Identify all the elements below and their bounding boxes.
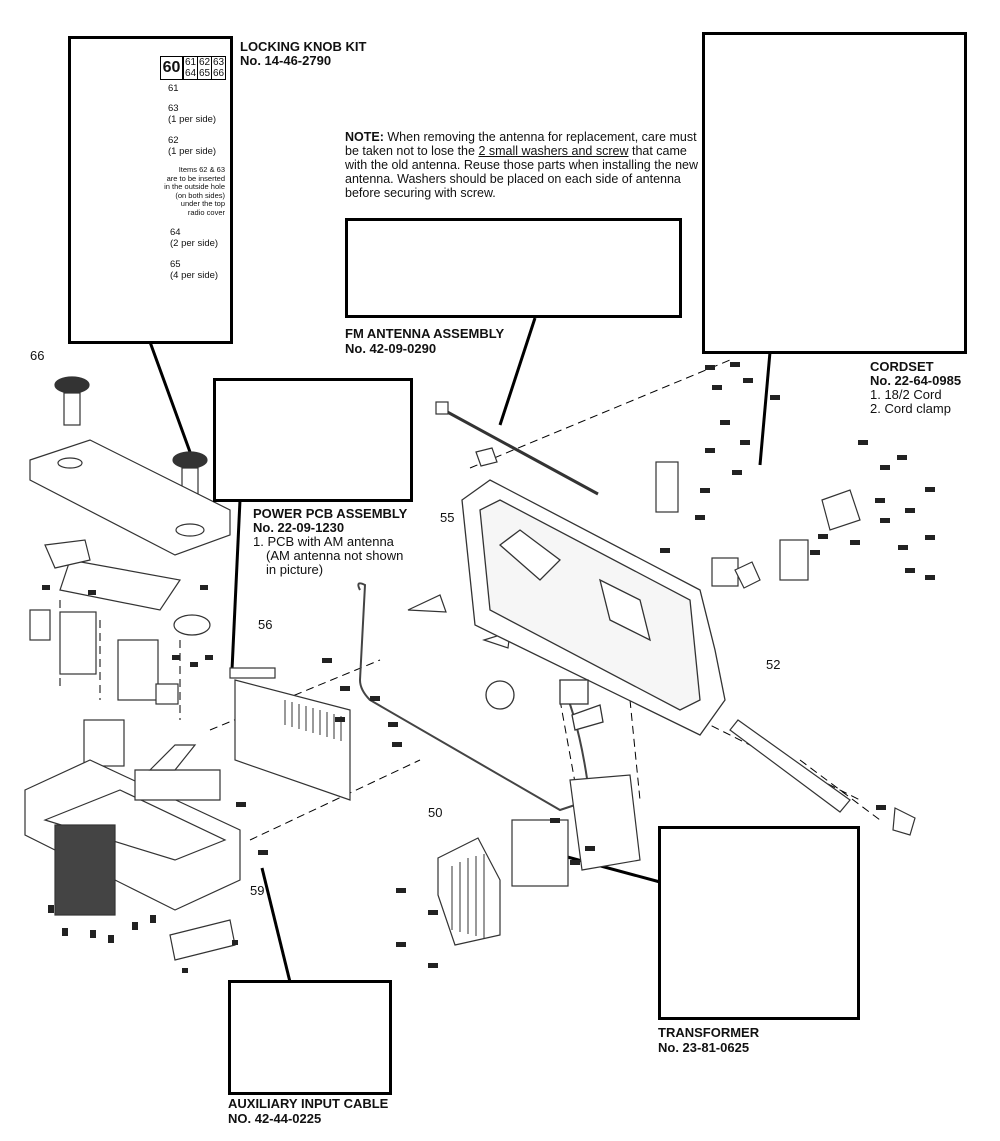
transformer-number: No. 23-81-0625 [658,1040,750,1055]
aux-cable-title: AUXILIARY INPUT CABLE [228,1096,389,1111]
label-63: 63 [168,103,179,114]
callout-55: 55 [440,510,455,525]
label-64: 64 [170,227,181,238]
pcb-item-1: 1. PCB with AM antenna [253,534,394,549]
fm-antenna-title: FM ANTENNA ASSEMBLY [345,326,505,341]
radio-housing-drawing [461,479,726,736]
callout-56: 56 [258,617,273,632]
label-62: 62 [168,135,179,146]
kit-item: 61 [183,56,197,68]
cordset-box [702,32,967,354]
right-parts-drawing [437,461,916,946]
callout-50: 50 [428,805,443,820]
aux-cable-box [228,980,392,1095]
fm-antenna-number: No. 42-09-0290 [345,341,437,356]
kit-item: 65 [197,67,211,79]
pcb-box [213,378,413,502]
knob-kit-title: LOCKING KNOB KIT [240,39,367,54]
cordset-item-2: 2. Cord clamp [870,401,951,416]
pcb-title: POWER PCB ASSEMBLY [253,506,408,521]
cordset-item-1: 1. 18/2 Cord [870,387,942,402]
label-62-note: (1 per side) [168,146,217,157]
kit-number: 60 [161,57,183,79]
insert-note: Items 62 & 63 are to be inserted in the … [164,165,225,217]
callout-59: 59 [250,883,265,898]
kit-parts-grid: 60 61 62 63 64 65 66 [160,56,226,80]
left-parts-drawing [24,376,241,961]
kit-item: 62 [197,56,211,68]
fm-antenna-box [345,218,682,318]
transformer-box [658,826,860,1020]
kit-item: 66 [211,67,225,79]
kit-item: 63 [211,56,225,68]
transformer-title: TRANSFORMER [658,1025,760,1040]
cordset-title: CORDSET [870,359,934,374]
pcb-item-3: in picture) [266,562,324,577]
knob-kit-number: No. 14-46-2790 [240,53,332,68]
knob-kit-box [68,36,233,344]
aux-cable-number: NO. 42-44-0225 [228,1111,322,1126]
screws [42,362,935,973]
assembly-lines [59,359,881,841]
pcb-number: No. 22-09-1230 [253,520,345,535]
leader-lines [148,317,772,983]
label-64-note: (2 per side) [170,238,219,249]
fm-rod-drawing [407,401,599,649]
pcb-item-2: (AM antenna not shown [266,548,404,563]
callout-66: 66 [30,348,45,363]
cordset-number: No. 22-64-0985 [870,373,962,388]
antenna-note: NOTE: When removing the antenna for repl… [345,130,699,200]
label-61: 61 [168,83,179,94]
label-65-note: (4 per side) [170,270,219,281]
kit-item: 64 [183,67,197,79]
callout-52: 52 [766,657,781,672]
pcb-drawing [229,667,351,801]
label-65: 65 [170,259,181,270]
label-63-note: (1 per side) [168,114,217,125]
